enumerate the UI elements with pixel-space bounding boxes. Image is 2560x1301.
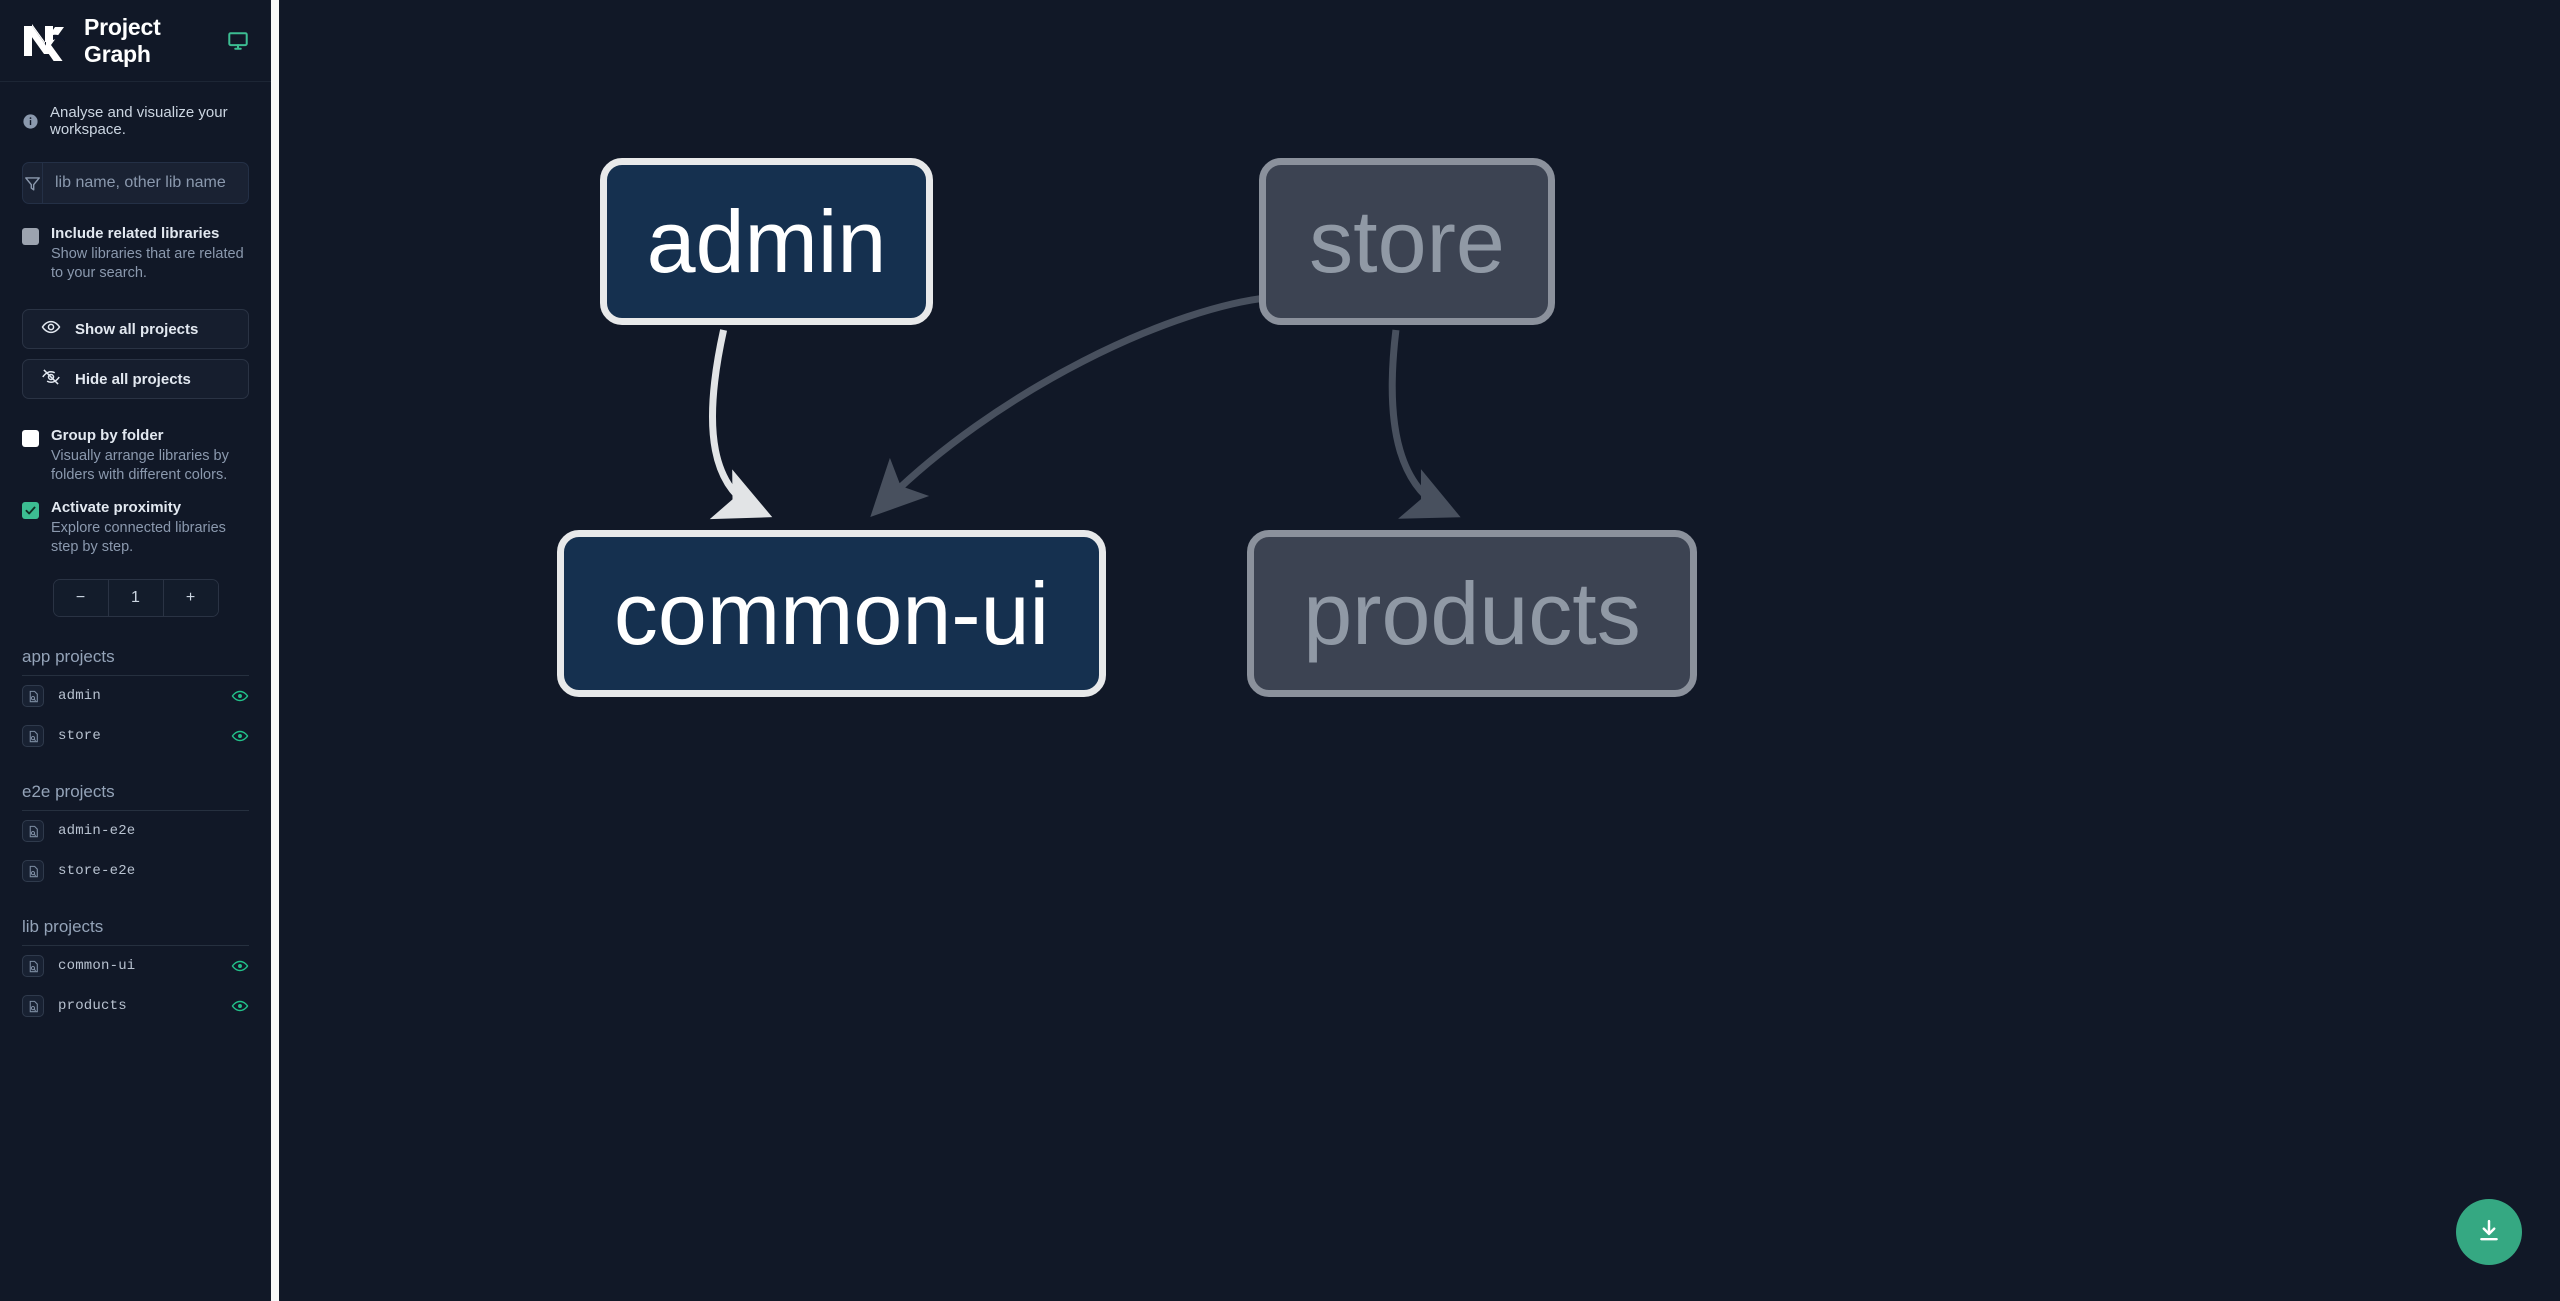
- edge-store-to-products: [1388, 329, 1461, 519]
- graph-node-label: store: [1309, 191, 1505, 291]
- download-graph-button[interactable]: [2456, 1199, 2522, 1265]
- show-all-projects-button[interactable]: Show all projects: [22, 309, 249, 349]
- activate-proximity-description: Explore connected libraries step by step…: [51, 519, 226, 555]
- sidebar-intro-text: Analyse and visualize your workspace.: [50, 104, 228, 138]
- nx-logo: [22, 21, 68, 63]
- project-row-store[interactable]: store: [22, 716, 249, 756]
- edge-store-to-common-ui: [870, 293, 1276, 518]
- eye-icon: [41, 317, 61, 341]
- graph-node-products[interactable]: products: [1247, 530, 1697, 697]
- group-by-folder-label: Group by folder: [51, 427, 164, 444]
- project-group-title: lib projects: [22, 917, 249, 946]
- activate-proximity-label: Activate proximity: [51, 499, 182, 516]
- eye-icon[interactable]: [231, 727, 249, 745]
- edge-admin-to-common-ui: [708, 329, 773, 520]
- include-related-libraries-row[interactable]: Include related libraries Show libraries…: [0, 225, 271, 283]
- visibility-buttons: Show all projects Hide all projects: [0, 309, 271, 399]
- graph-canvas[interactable]: admin store common-ui products: [272, 0, 2560, 1301]
- proximity-value: 1: [107, 580, 164, 616]
- group-by-folder-checkbox[interactable]: [22, 430, 39, 447]
- group-by-folder-text: Group by folder Visually arrange librari…: [51, 427, 249, 485]
- proximity-increment-button[interactable]: +: [163, 580, 218, 616]
- activate-proximity-checkbox[interactable]: [22, 502, 39, 519]
- graph-edges: [708, 293, 1461, 520]
- project-row-common-ui[interactable]: common-ui: [22, 946, 249, 986]
- project-name: common-ui: [58, 958, 136, 974]
- project-group-title: e2e projects: [22, 782, 249, 811]
- eye-off-icon: [41, 367, 61, 391]
- graph-node-admin[interactable]: admin: [600, 158, 933, 325]
- search-input[interactable]: [43, 163, 248, 203]
- project-icon: [22, 860, 44, 882]
- activate-proximity-text: Activate proximity Explore connected lib…: [51, 499, 249, 557]
- project-icon: [22, 955, 44, 977]
- group-by-folder-description: Visually arrange libraries by folders wi…: [51, 447, 229, 483]
- project-icon: [22, 995, 44, 1017]
- project-name: store-e2e: [58, 863, 136, 879]
- activate-proximity-row[interactable]: Activate proximity Explore connected lib…: [0, 499, 271, 557]
- include-related-libraries-label: Include related libraries: [51, 225, 220, 242]
- filter-icon: [23, 174, 42, 193]
- download-icon: [2475, 1217, 2503, 1248]
- project-icon: [22, 685, 44, 707]
- project-group-lib: lib projects common-ui: [22, 917, 249, 1026]
- proximity-decrement-button[interactable]: −: [53, 580, 108, 616]
- sidebar-header: Project Graph: [0, 0, 271, 82]
- graph-node-label: common-ui: [613, 563, 1050, 663]
- show-all-projects-label: Show all projects: [75, 320, 199, 338]
- include-related-libraries-text: Include related libraries Show libraries…: [51, 225, 249, 283]
- sidebar-intro: Analyse and visualize your workspace.: [0, 82, 271, 138]
- eye-icon[interactable]: [231, 687, 249, 705]
- include-related-libraries-description: Show libraries that are related to your …: [51, 245, 244, 281]
- project-group-title: app projects: [22, 647, 249, 676]
- project-name: admin-e2e: [58, 823, 136, 839]
- include-related-libraries-checkbox[interactable]: [22, 228, 39, 245]
- info-icon: [22, 113, 39, 130]
- project-row-admin-e2e[interactable]: admin-e2e: [22, 811, 249, 851]
- graph-node-label: products: [1303, 563, 1641, 663]
- search-section: [0, 138, 271, 204]
- project-name: admin: [58, 688, 102, 704]
- hide-all-projects-button[interactable]: Hide all projects: [22, 359, 249, 399]
- project-row-store-e2e[interactable]: store-e2e: [22, 851, 249, 891]
- project-icon: [22, 820, 44, 842]
- proximity-stepper: − 1 +: [52, 579, 219, 617]
- filter-icon-cell[interactable]: [23, 163, 43, 203]
- search-box[interactable]: [22, 162, 249, 204]
- graph-node-label: admin: [646, 191, 887, 291]
- project-row-products[interactable]: products: [22, 986, 249, 1026]
- project-name: store: [58, 728, 102, 744]
- project-group-app: app projects admin: [22, 647, 249, 756]
- graph-node-store[interactable]: store: [1259, 158, 1555, 325]
- graph-node-common-ui[interactable]: common-ui: [557, 530, 1106, 697]
- monitor-icon[interactable]: [227, 30, 249, 52]
- sidebar-resize-handle[interactable]: [271, 0, 279, 1301]
- project-group-e2e: e2e projects admin-e2e: [22, 782, 249, 891]
- group-by-folder-row[interactable]: Group by folder Visually arrange librari…: [0, 427, 271, 485]
- page-title: Project Graph: [84, 13, 161, 67]
- hide-all-projects-label: Hide all projects: [75, 370, 191, 388]
- sidebar: Project Graph Analyse and visualize your…: [0, 0, 279, 1301]
- eye-icon[interactable]: [231, 997, 249, 1015]
- eye-icon[interactable]: [231, 957, 249, 975]
- project-icon: [22, 725, 44, 747]
- proximity-stepper-wrap: − 1 +: [0, 579, 271, 617]
- project-groups: app projects admin: [0, 647, 271, 1301]
- project-row-admin[interactable]: admin: [22, 676, 249, 716]
- project-name: products: [58, 998, 127, 1014]
